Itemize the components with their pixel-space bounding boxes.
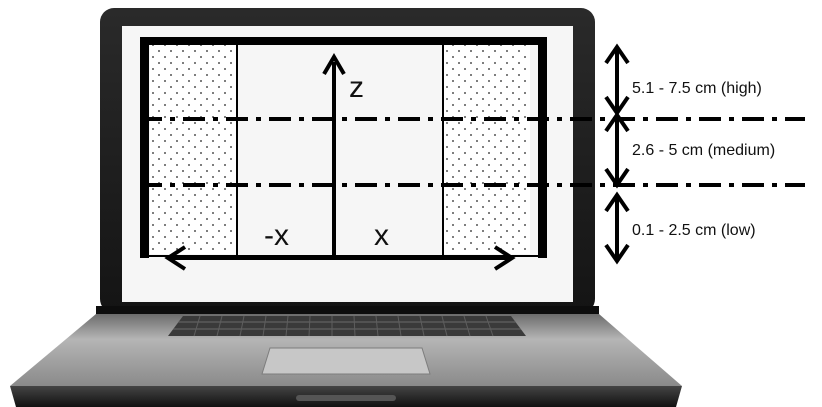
double-headed-arrow-icon (606, 115, 628, 185)
double-headed-arrow-icon (606, 195, 628, 261)
double-headed-arrow-icon (606, 47, 628, 113)
z-axis-label: z (349, 71, 364, 104)
right-dotted-zone (444, 44, 530, 254)
positive-x-label: x (374, 219, 389, 252)
left-dotted-zone (150, 44, 236, 254)
trackpad (262, 348, 430, 374)
negative-x-label: -x (264, 219, 289, 252)
laptop-icon (10, 8, 682, 407)
low-range-label: 0.1 - 2.5 cm (low) (632, 222, 756, 239)
medium-range-label: 2.6 - 5 cm (medium) (632, 142, 775, 159)
laptop-latch (296, 395, 396, 401)
high-range-label: 5.1 - 7.5 cm (high) (632, 80, 762, 97)
laptop-hinge (96, 306, 599, 314)
keyboard (168, 316, 526, 336)
